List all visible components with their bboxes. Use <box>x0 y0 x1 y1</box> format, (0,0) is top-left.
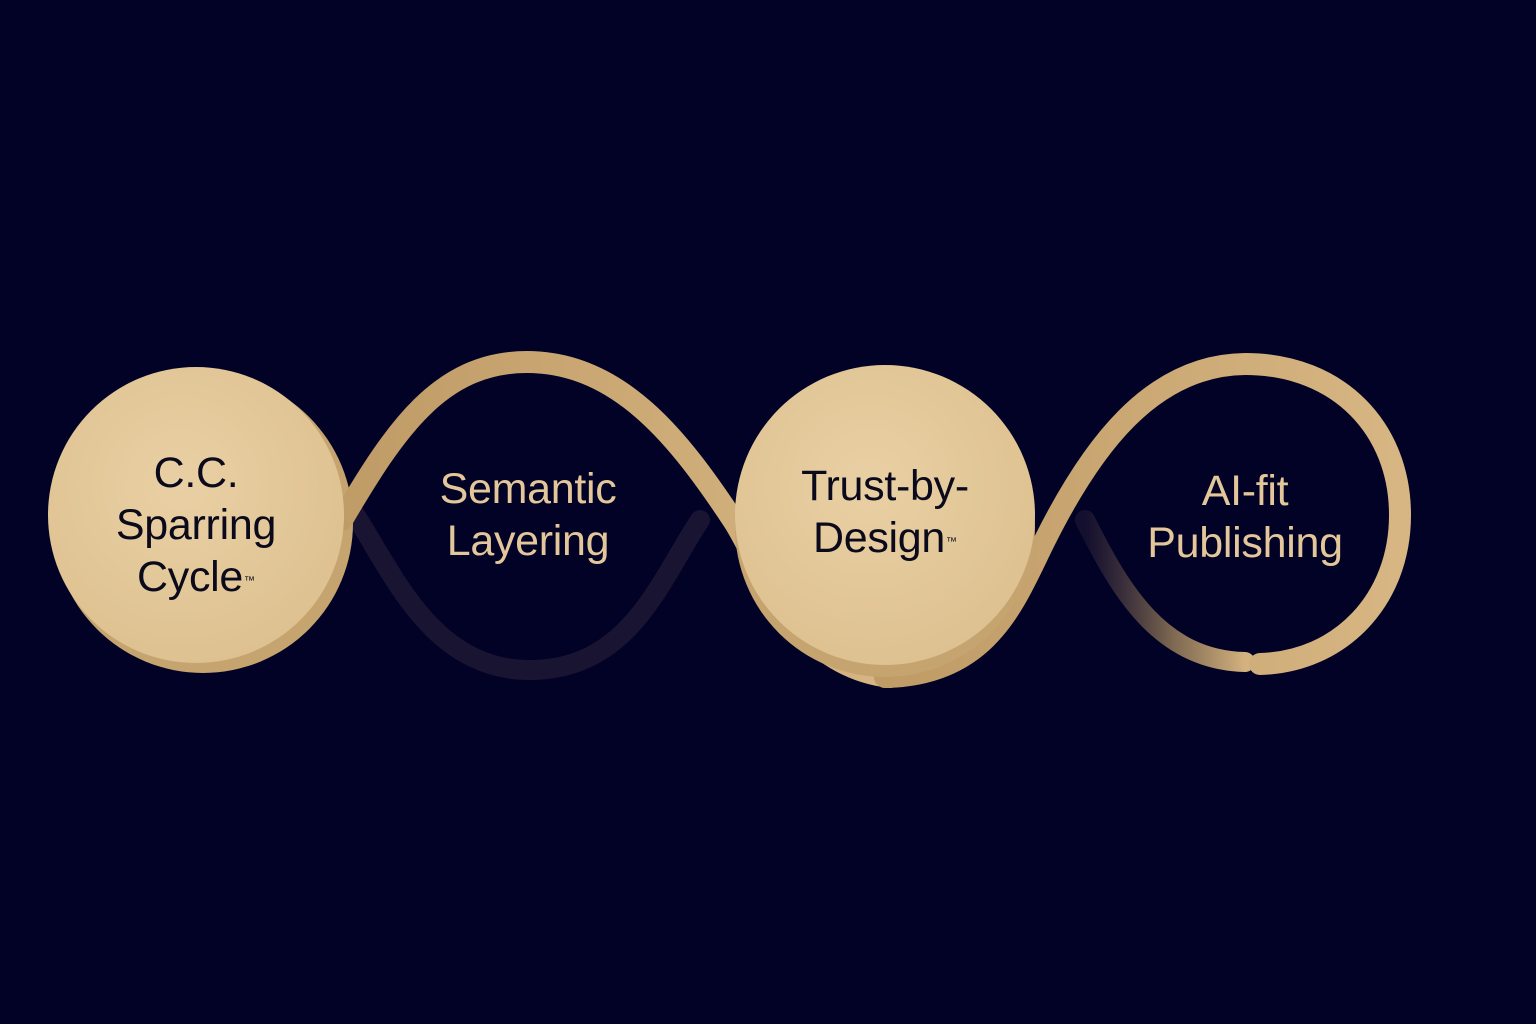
step-1-line-3: Cycle™ <box>136 553 256 601</box>
trademark-mark: ™ <box>946 536 958 548</box>
step-4-line-1: AI-fit <box>1201 467 1289 515</box>
step-4-label: AI-fit Publishing <box>1115 462 1375 572</box>
step-2-label: Semantic Layering <box>398 460 658 570</box>
step-3-line-1: Trust-by- <box>801 462 969 510</box>
step-2-line-2: Layering <box>446 517 610 565</box>
step-1-label: C.C. Sparring Cycle™ <box>56 440 336 610</box>
trademark-mark: ™ <box>244 575 256 587</box>
step-1-circle <box>48 367 344 663</box>
step-3-line-2: Design™ <box>812 514 958 562</box>
step-2-line-1: Semantic <box>439 465 617 513</box>
step-1-line-2: Sparring <box>115 501 277 549</box>
step-1-line-1: C.C. <box>153 449 239 497</box>
ribbon-back-segment-2 <box>1075 510 1255 672</box>
step-4-line-2: Publishing <box>1147 519 1343 567</box>
step-3-label: Trust-by- Design™ <box>755 457 1015 567</box>
ribbon-back-segment-1 <box>342 500 710 681</box>
step-3-circle <box>735 365 1035 665</box>
